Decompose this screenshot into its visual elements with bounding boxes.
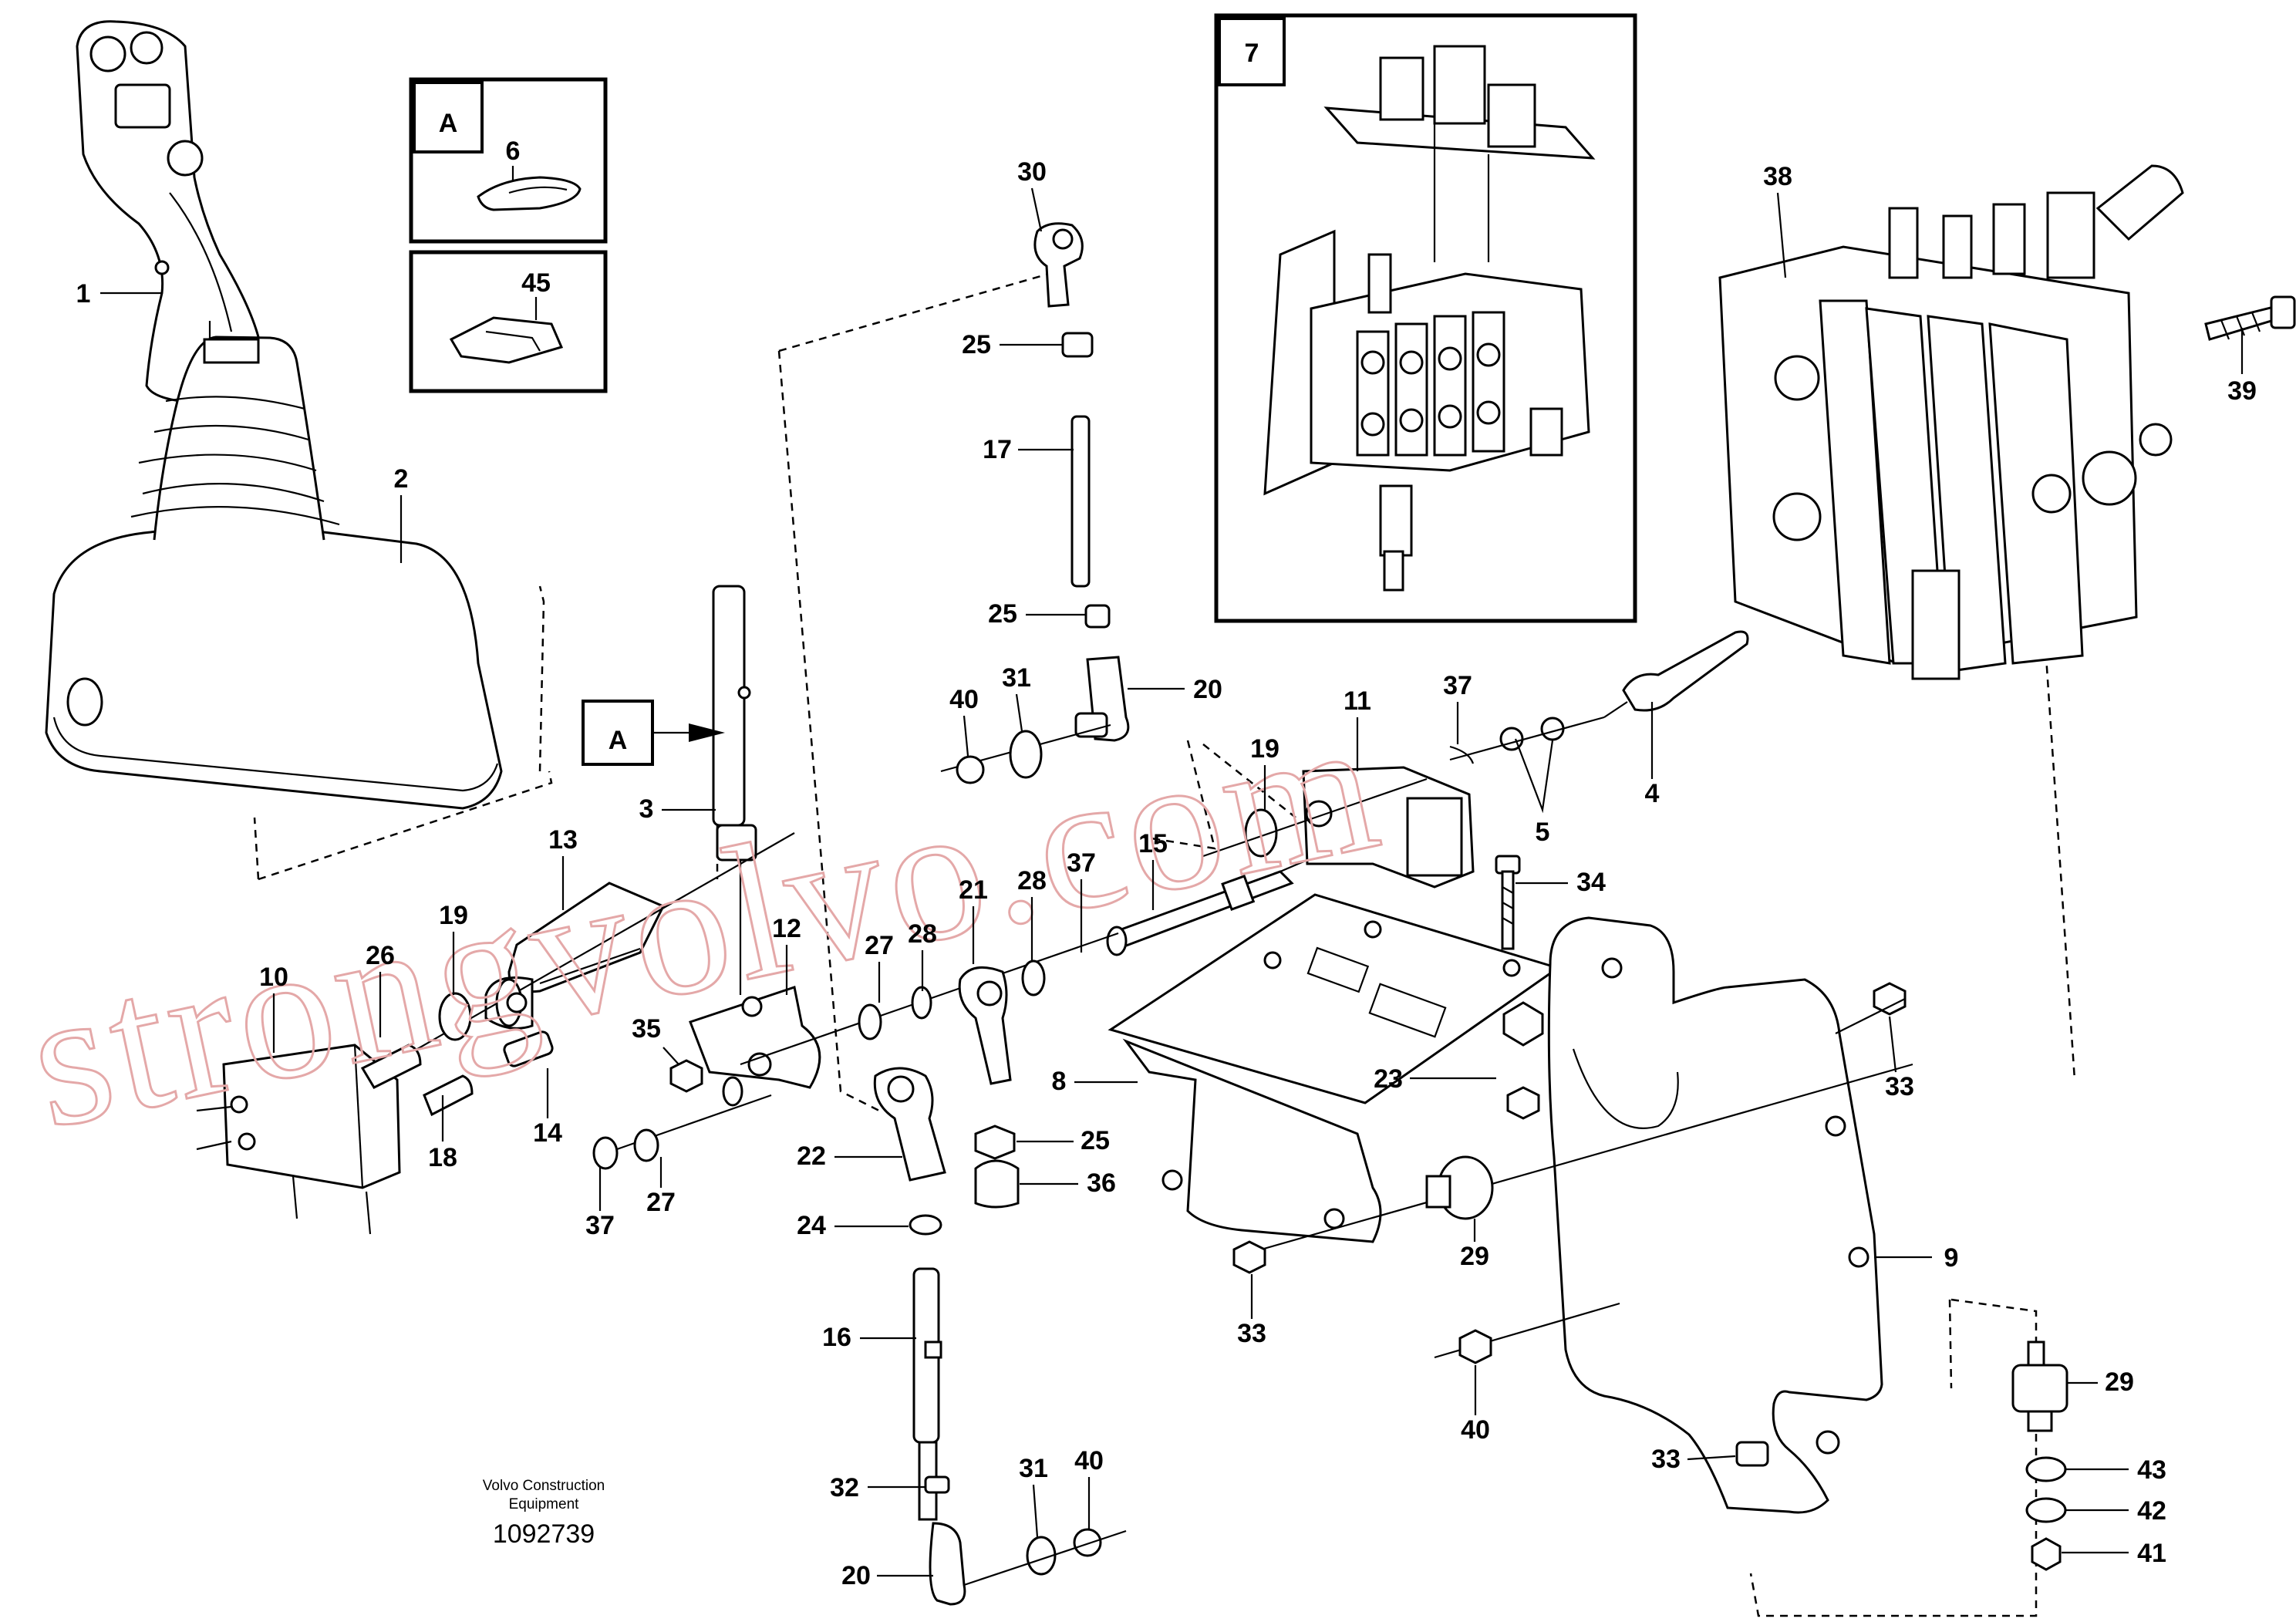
callout-2: 2 [394,464,409,494]
callout-35: 35 [632,1014,661,1044]
callout-42: 42 [2137,1496,2166,1526]
callout-32: 32 [830,1473,859,1502]
credit-line-2: Equipment [509,1496,580,1512]
lower-link-rod-16 [912,1267,1127,1606]
callout-12: 12 [772,914,801,943]
callout-20-lower: 20 [841,1561,871,1590]
detail-box-a-6: A 6 [409,77,608,244]
knob-part-6 [477,176,582,211]
callout-27-left: 27 [646,1188,676,1217]
rod-end-21 [740,932,1119,1085]
mount-stack [2011,1340,2068,1571]
callout-20-upper: 20 [1193,675,1222,704]
callout-40-right: 40 [1461,1415,1490,1445]
callout-16: 16 [822,1323,851,1352]
callout-13: 13 [548,825,578,855]
callout-24: 24 [797,1211,826,1240]
rubber-mount-29 [1232,982,1913,1274]
callout-38: 38 [1763,162,1792,191]
callout-17: 17 [983,435,1012,464]
callout-33-d: 33 [1651,1445,1681,1474]
callout-19-right: 19 [1250,734,1279,764]
callout-40-lower: 40 [1074,1446,1104,1475]
callout-36: 36 [1087,1168,1116,1198]
callout-21: 21 [959,875,988,905]
nuts-25-36 [974,1125,1020,1209]
document-number: 1092739 [493,1519,595,1549]
left-washers-27-35 [592,1059,772,1170]
bolt-39 [2204,295,2296,341]
detail-box-7: 7 [1214,13,1637,623]
callout-26: 26 [366,941,395,970]
clip-part-45 [449,316,564,364]
callout-8: 8 [1052,1067,1067,1096]
detail-tag-7: 7 [1245,39,1259,68]
assembly-guide-lines [253,272,2076,1617]
detail-tag-a: A [439,109,458,138]
callout-6: 6 [506,137,521,166]
control-valve-block [1718,164,2184,680]
callout-28-b: 28 [1017,866,1047,895]
callout-5: 5 [1536,818,1550,847]
callout-19-left: 19 [439,901,468,930]
callout-25-b: 25 [988,599,1017,629]
upper-washers [940,723,1111,784]
callout-9: 9 [1944,1243,1959,1273]
bolt-34 [1495,855,1544,1120]
rod-end-22 [873,1067,946,1236]
callout-25-c: 25 [1081,1126,1110,1155]
callout-4: 4 [1645,779,1660,808]
credit-block: Volvo Construction Equipment 1092739 [483,1478,605,1549]
callout-11: 11 [1344,686,1371,716]
callout-29-b: 29 [2105,1367,2134,1397]
rubber-boot [45,321,503,810]
detail-box-45: 45 [409,250,608,393]
callout-31-lower: 31 [1019,1454,1048,1483]
credit-line-1: Volvo Construction [483,1478,605,1494]
valve-assembly-inset [1263,45,1596,592]
nut-33-lower [1735,1441,1769,1467]
callout-31-upper: 31 [1002,663,1031,693]
joystick-handle [76,20,264,404]
callout-14: 14 [533,1118,562,1148]
callout-28-a: 28 [908,919,937,949]
callout-10: 10 [259,963,288,992]
detail-pointer-a: A [582,700,725,766]
callout-37-b: 37 [1067,848,1096,878]
callout-33-a: 33 [1885,1072,1914,1101]
pins-and-washers-left [360,832,795,1117]
callout-37-c: 37 [585,1211,615,1240]
callout-37-a: 37 [1443,671,1472,700]
callout-22: 22 [797,1141,826,1171]
callout-33-b: 33 [1237,1319,1266,1348]
nut-40-lower [1434,1302,1620,1364]
control-shaft-3 [712,585,757,995]
callout-39: 39 [2227,376,2257,406]
lever-block-10 [196,1044,401,1235]
detail-tag-a-main: A [609,726,628,755]
cable-end-4 [1449,630,1749,764]
callout-18: 18 [428,1143,457,1172]
callout-45: 45 [521,268,551,298]
callout-41: 41 [2137,1539,2166,1568]
upper-link-rod [1033,222,1130,742]
lever-bracket-11 [1202,766,1475,889]
callout-15: 15 [1138,829,1168,858]
pivot-shaft-15 [1106,824,1389,956]
callout-23: 23 [1374,1064,1403,1094]
callout-40-upper: 40 [949,685,979,714]
callout-29-a: 29 [1460,1242,1489,1271]
callout-25-a: 25 [962,330,991,359]
link-bracket-12 [689,986,821,1089]
callout-43: 43 [2137,1455,2166,1485]
callout-1: 1 [76,279,91,309]
callout-27-center: 27 [865,931,894,960]
callout-34: 34 [1576,868,1606,897]
callouts: 1 2 3 4 5 8 9 10 11 12 13 14 15 [76,157,2257,1590]
callout-30: 30 [1017,157,1047,187]
callout-3: 3 [639,794,654,824]
side-bracket-9 [1547,916,1883,1514]
